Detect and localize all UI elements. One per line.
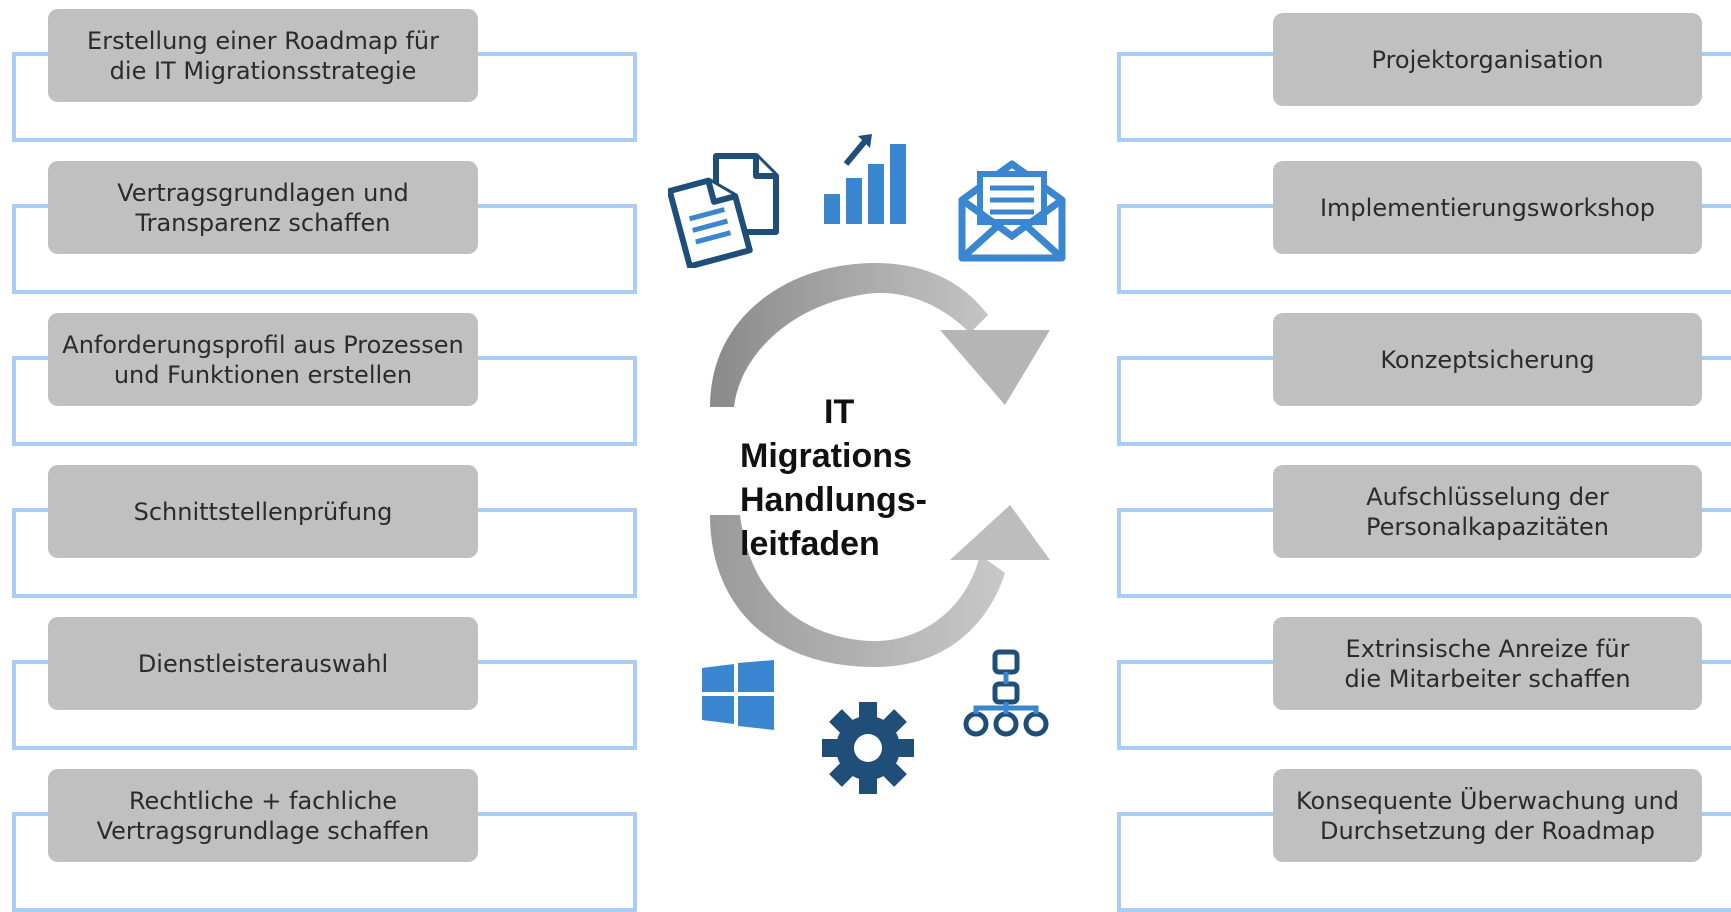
bottom-arrow-head [950,505,1050,560]
right-item-1: Projektorganisation [1273,13,1702,106]
envelope-icon [958,160,1066,262]
left-item-1: Erstellung einer Roadmap für die IT Migr… [48,9,478,102]
right-item-3: Konzeptsicherung [1273,313,1702,406]
top-cycle-arrow [710,263,988,407]
right-item-4: Aufschlüsselung der Personalkapazitäten [1273,465,1702,558]
center-title-line-2: Migrations [740,437,912,475]
right-item-2: Implementierungsworkshop [1273,161,1702,254]
left-item-5: Dienstleisterauswahl [48,617,478,710]
center-title: IT Migrations Handlungs- leitfaden [740,390,1020,566]
center-title-line-4: leitfaden [740,525,880,563]
center-title-line-3: Handlungs- [740,481,927,519]
right-item-5: Extrinsische Anreize für die Mitarbeiter… [1273,617,1702,710]
documents-icon [668,153,779,268]
left-item-2: Vertragsgrundlagen und Transparenz schaf… [48,161,478,254]
cycle-arrows [710,263,1050,667]
top-arrow-head [940,330,1050,405]
right-item-6: Konsequente Überwachung und Durchsetzung… [1273,769,1702,862]
windows-logo-icon [702,660,774,730]
gear-icon [822,702,914,794]
left-item-4: Schnittstellenprüfung [48,465,478,558]
bottom-cycle-arrow [710,515,1005,667]
left-item-3: Anforderungsprofil aus Prozessen und Fun… [48,313,478,406]
bar-chart-icon [824,134,906,224]
left-item-6: Rechtliche + fachliche Vertragsgrundlage… [48,769,478,862]
hierarchy-icon [963,649,1049,737]
center-title-line-1: IT [824,393,855,431]
